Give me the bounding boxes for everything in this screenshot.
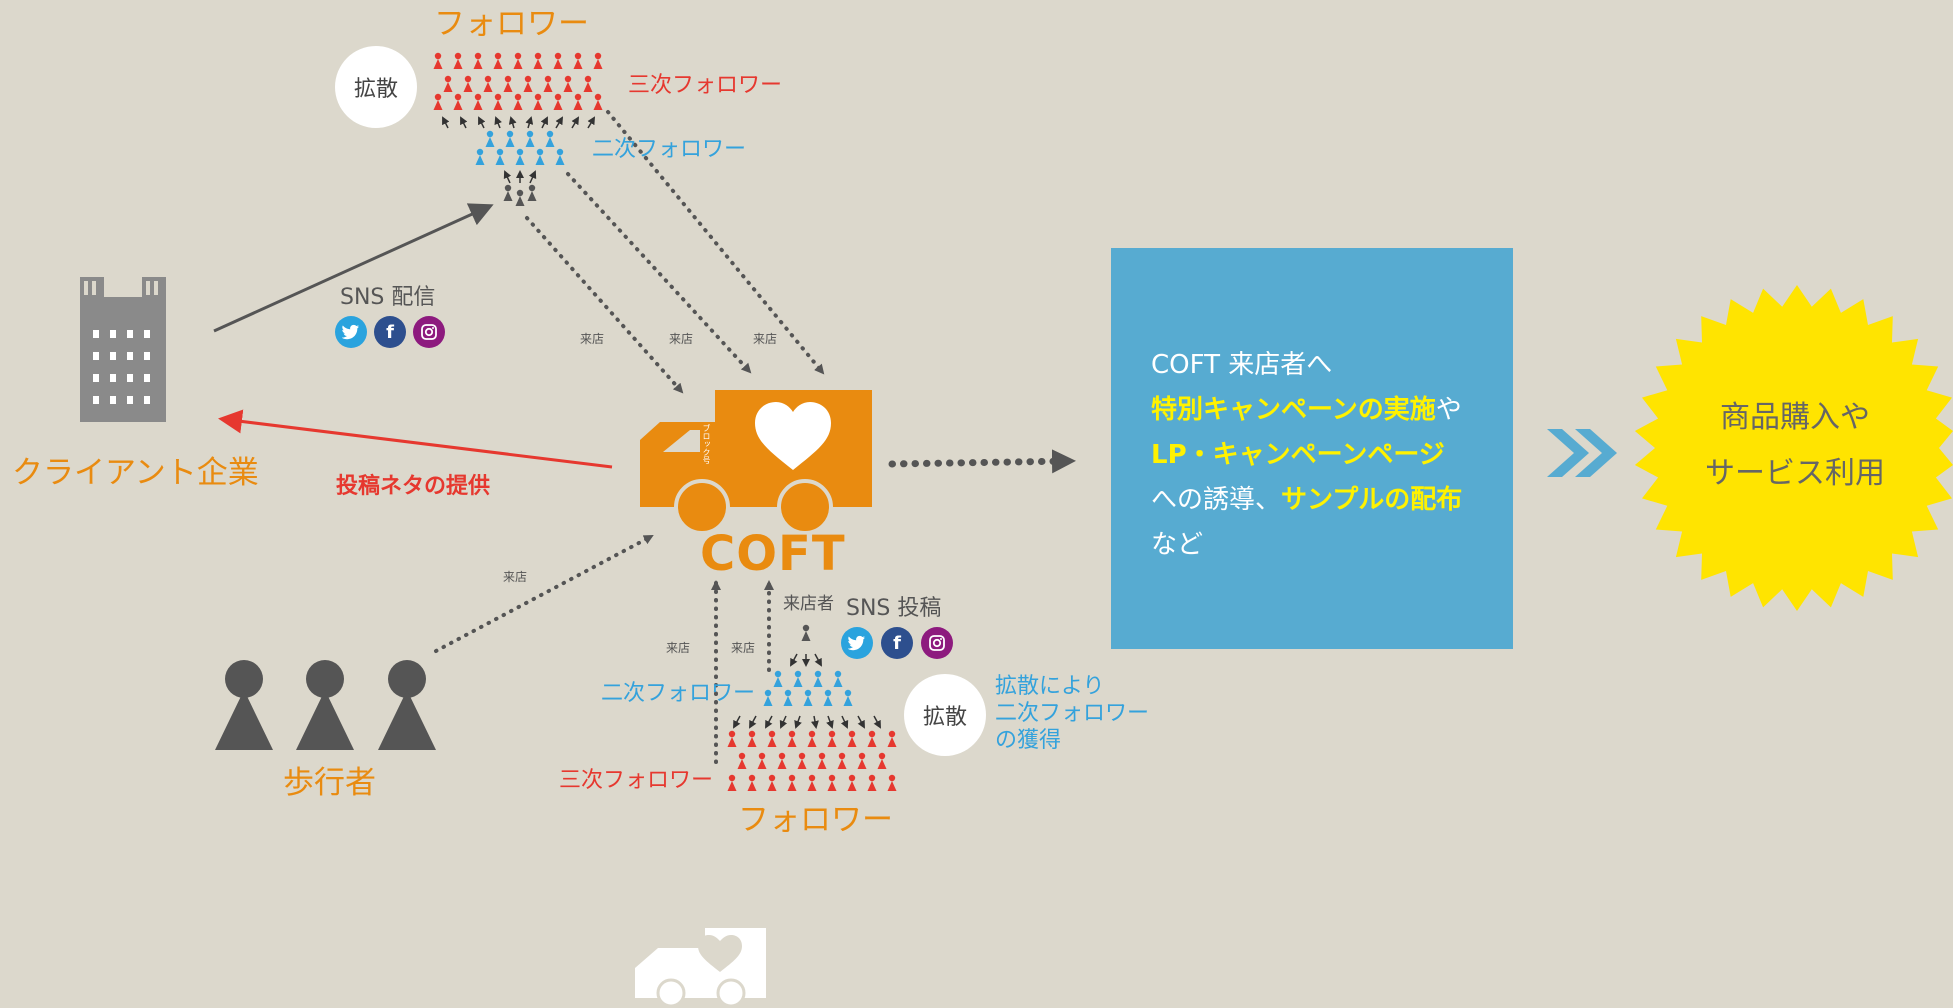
heart-icon (755, 402, 831, 470)
coft-logo-text: COFT (700, 526, 846, 582)
building-icon (80, 277, 166, 422)
visit-label-6: 来店 (731, 641, 756, 655)
arrow-visit-top-2 (566, 172, 752, 374)
info-line-2-rest: や (1435, 395, 1462, 425)
arrow-to-info-box (888, 449, 1076, 474)
info-highlight-campaign: 特別キャンペーンの実施 (1151, 395, 1436, 425)
info-highlight-lp: LP・キャンペーンページ (1151, 440, 1445, 470)
third-followers-top-group (433, 52, 603, 110)
info-line-5: など (1151, 530, 1204, 560)
sns-delivery-label: SNS 配信 (340, 285, 436, 310)
spread-badge-top: 拡散 (335, 46, 417, 128)
campaign-info-box: COFT 来店者へ 特別キャンペーンの実施や LP・キャンペーンページ への誘導… (1111, 248, 1513, 649)
second-followers-bottom-group (763, 670, 853, 706)
visit-label-1: 来店 (580, 332, 605, 346)
truck-side-text: ブロック号 (702, 424, 711, 464)
chevron-right-double-icon (1547, 429, 1617, 477)
followers-top-label: フォロワー (434, 6, 589, 42)
client-company-label: クライアント企業 (12, 455, 259, 491)
top-core-followers (503, 184, 537, 206)
twitter-icon (841, 627, 873, 659)
result-text: 商品購入や サービス利用 (1640, 390, 1950, 502)
truck-icon (640, 390, 872, 535)
facebook-icon: f (881, 627, 913, 659)
info-line-4-plain: への誘導、 (1151, 485, 1282, 515)
top-follower-crowd (433, 52, 603, 206)
visit-label-3: 来店 (753, 332, 778, 346)
instagram-icon (921, 627, 953, 659)
info-line-2: 特別キャンペーンの実施や (1151, 388, 1513, 433)
spread-note-line2: 二次フォロワー (995, 701, 1150, 726)
post-material-label: 投稿ネタの提供 (336, 474, 491, 499)
instagram-icon (413, 316, 445, 348)
result-line-1: 商品購入や (1720, 400, 1870, 435)
twitter-icon (335, 316, 367, 348)
arrow-post-material (218, 409, 613, 469)
visit-label-4: 来店 (503, 570, 528, 584)
third-followers-top-label: 三次フォロワー (628, 73, 783, 98)
small-truck-icon (635, 928, 766, 1008)
result-starburst (1634, 285, 1953, 611)
info-highlight-sample: サンプルの配布 (1281, 485, 1463, 515)
second-followers-top-group (475, 130, 565, 165)
arrow-visit-pedestrian (434, 534, 654, 653)
info-line-3: LP・キャンペーンページ (1151, 433, 1513, 478)
visitor-person (801, 624, 811, 641)
pedestrian-group (215, 660, 436, 750)
followers-bottom-label: フォロワー (738, 802, 893, 838)
spread-badge-bottom: 拡散 (904, 674, 986, 756)
visitor-label: 来店者 (783, 594, 834, 614)
bottom-follower-crowd (727, 624, 897, 791)
second-followers-top-label: 二次フォロワー (592, 137, 747, 162)
spread-note-line1: 拡散により (995, 674, 1105, 699)
spread-note-line3: の獲得 (995, 728, 1062, 753)
facebook-icon: f (374, 316, 406, 348)
arrow-visit-top-3 (606, 110, 825, 375)
sns-post-label: SNS 投稿 (846, 596, 942, 621)
third-followers-bottom-label: 三次フォロワー (559, 768, 714, 793)
info-line-1: COFT 来店者へ (1151, 350, 1333, 380)
visit-label-2: 来店 (669, 332, 694, 346)
visit-label-5: 来店 (666, 641, 691, 655)
arrow-visit-top-1 (525, 216, 684, 394)
pedestrian-label: 歩行者 (283, 765, 376, 801)
third-followers-bottom-group (727, 730, 897, 791)
arrow-sns-delivery (213, 203, 494, 333)
second-followers-bottom-label: 二次フォロワー (601, 681, 756, 706)
info-line-4: への誘導、サンプルの配布 (1151, 478, 1513, 523)
result-line-2: サービス利用 (1705, 456, 1885, 491)
